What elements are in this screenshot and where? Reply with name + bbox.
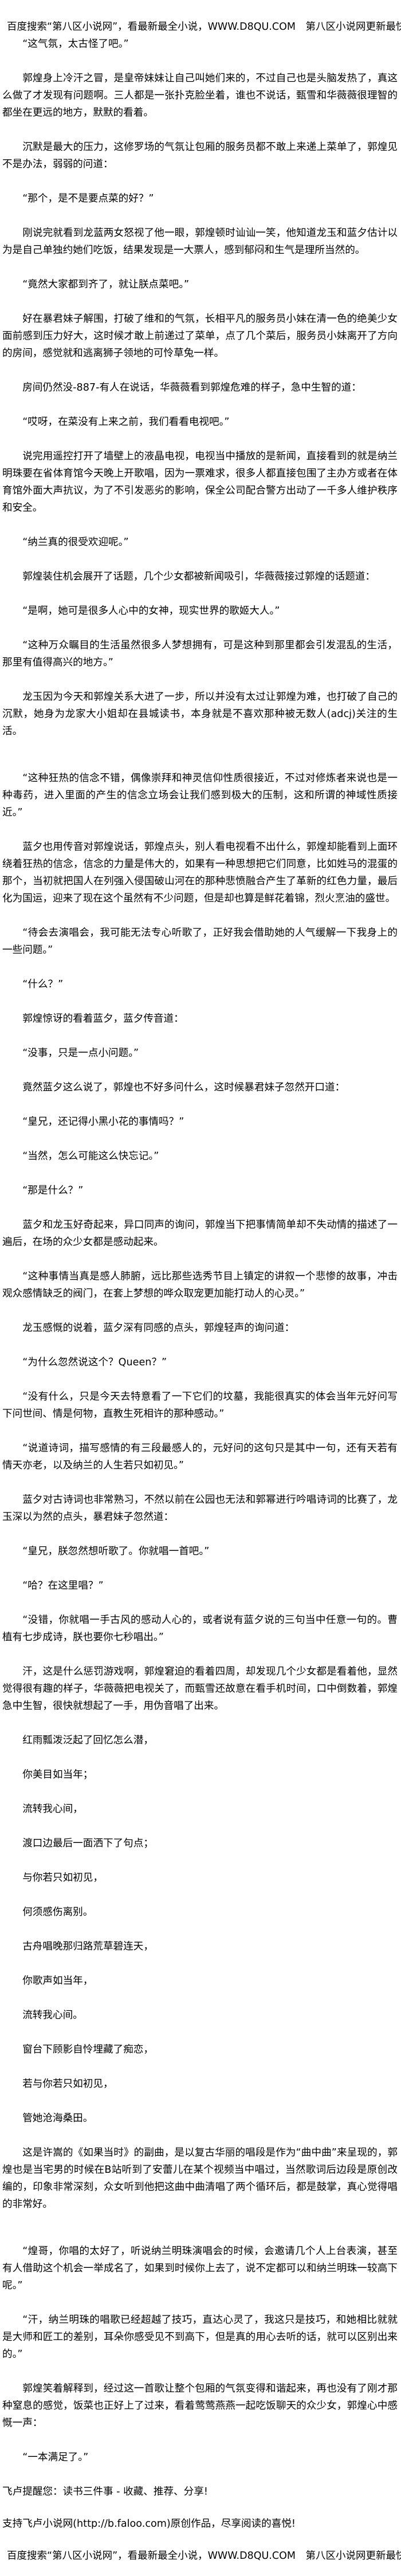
story-paragraph: “这气氛，太古怪了吧。” [22, 38, 129, 50]
story-paragraph: “这种狂热的信念不错，偶像崇拜和神灵信仰性质很接近，不过对修炼者来说也是一种毒药… [2, 773, 398, 818]
story-paragraph: “那个，是不是要点菜的好？” [22, 193, 154, 204]
story-paragraph: 沉默是最大的压力，这修罗场的气氛让包厢的服务员都不敢上来递上菜单了，郭煌见不是办… [2, 141, 398, 170]
story-paragraph: “没错，你就唱一手古风的感动人心的，或者说有蓝夕说的三句当中任意一句的。曹植有七… [2, 1614, 398, 1643]
story-paragraph: “竟然大家都到齐了，就让朕点菜吧。” [22, 279, 190, 290]
story-paragraph: 龙玉感慨的说着，蓝夕深有同感的点头，郭煌轻声的询问道： [22, 1322, 295, 1334]
lyric-line: 何须感伤离别。 [22, 1907, 93, 1918]
lyric-line: 与你若只如初见， [22, 1872, 103, 1884]
story-paragraph: “这种万众瞩目的生活虽然很多人梦想拥有，可是这种到那里都会引发混乱的生活，那里有… [2, 640, 398, 668]
lyric-line: 流转我心间， [22, 1803, 83, 1815]
story-paragraph: 郭煌身上冷汗之冒，是皇帝妹妹让自己叫她们来的，不过自己也是头脑发热了，真这么做了… [2, 73, 398, 119]
story-paragraph: 郭煌装住机会展开了话题，几个少女都被新闻吸引，华薇薇接过郭煌的话题道： [22, 571, 375, 582]
story-paragraph: “哎呀，在菜没有上来之前，我们看看电视吧。” [22, 416, 230, 428]
story-paragraph: 郭煌笑着解释到，经过这一首歌让整个包厢的气氛变得和谐起来，再也没有了刚才那种窒息… [2, 2383, 398, 2429]
story-paragraph: 龙玉因为今天和郭煌关系大进了一步，所以并没有太过让郭煌为难，也打破了自己的沉默，… [2, 691, 398, 737]
lyric-line: 若与你若只如初见， [22, 2078, 113, 2090]
story-paragraph: “那是什么？” [22, 1185, 84, 1196]
story-paragraph: “这种事情当真是感人肺腑，远比那些选秀节目上镇定的讲叙一个悲惨的故事，冲击观众感… [2, 1271, 398, 1299]
story-paragraph: “纳兰真的很受欢迎呢。” [22, 537, 129, 548]
story-paragraph: 这是许嵩的《如果当时》的副曲，是以复古华丽的唱段是作为“曲中曲”来呈现的，郭煌也… [2, 2147, 398, 2210]
story-paragraph: “没有什么，只是今天去特意看了一下它们的坟墓，我能很真实的体会当年元好问写下问世… [2, 1391, 398, 1420]
lyric-line: 你歌声如当年， [22, 1975, 93, 1987]
story-paragraph: 好在暴君妹子解围，打破了维和的气氛，长相平凡的服务员小妹在清一色的绝美少女面前感… [2, 313, 398, 359]
story-paragraph: “什么？” [22, 979, 64, 990]
story-paragraph: “汗，纳兰明珠的唱歌已经超越了技巧，直达心灵了，我这只是技巧，和她相比就就是大师… [2, 2314, 398, 2360]
story-paragraph: 蓝夕对古诗词也非常熟习，不然以前在公园也无法和郭幂进行吟唱诗词的比赛了，龙玉深以… [2, 1494, 398, 1523]
site-banner-bottom: 百度搜索“第八区小说网”，看最新最全小说，WWW.D8QU.COM 第八区小说网… [7, 2550, 401, 2562]
lyric-line: 古舟唱晚那归路荒草碧连天， [22, 1941, 154, 1952]
story-paragraph: “为什么忽然说这个？Queen？” [22, 1357, 167, 1368]
story-paragraph: “皇兄，还记得小黑小花的事情吗？” [22, 1116, 184, 1128]
reading-reminder: 飞卢提醒您：读书三件事 - 收藏、推荐、分享! [2, 2486, 208, 2498]
chapter-body: “这气氛，太古怪了吧。” 郭煌身上冷汗之冒，是皇帝妹妹让自己叫她们来的，不过自己也… [2, 36, 398, 2466]
lyric-line: 窗台下顾影自怜埋藏了痴恋， [22, 2044, 154, 2055]
story-paragraph: 郭煌惊讶的看着蓝夕，蓝夕传音道： [22, 1013, 184, 1025]
story-paragraph: “一本满足了。” [22, 2452, 89, 2463]
story-paragraph: “没事，只是一点小问题。” [22, 1047, 139, 1059]
story-paragraph: “是啊，她可是很多人心中的女神，现实世界的歌姬大人。” [22, 605, 280, 617]
story-paragraph: 汗，这是什么惩罚游戏啊，郭煌窘迫的看着四周，却发现几个少女都是看着他，显然觉得很… [2, 1666, 398, 1712]
story-paragraph: 说完用遥控打开了墙壁上的液晶电视，电视当中播放的是新闻，直接看到的就是纳兰明珠要… [2, 451, 398, 514]
story-paragraph: “煌哥，你唱的太好了，听说纳兰明珠演唱会的时候，会邀请几个人上台表演，甚至有人借… [2, 2246, 398, 2291]
lyric-line: 红雨瓢泼泛起了回忆怎么潜， [22, 1735, 154, 1746]
story-paragraph: 蓝夕和龙玉好奇起来，异口同声的询问，郭煌当下把事情简单却不失动情的描述了一遍后，… [2, 1219, 398, 1248]
story-paragraph: “哈？在这里唱？” [22, 1580, 104, 1592]
story-paragraph: 竟然蓝夕这么说了，郭煌也不好多问什么，这时候暴君妹子忽然开口道： [22, 1082, 345, 1093]
support-notice: 支持飞卢小说网(http://b.faloo.com)原创作品，尽享阅读的喜悦! [2, 2518, 296, 2530]
site-banner-top: 百度搜索“第八区小说网”，看最新最全小说，WWW.D8QU.COM 第八区小说网… [7, 21, 401, 33]
lyric-line: 渡口边最后一面洒下了句点； [22, 1838, 154, 1849]
story-paragraph: “当然，怎么可能这么快忘记。” [22, 1151, 159, 1162]
story-paragraph: “说道诗词，描写感情的有三段最感人的，元好问的这句只是其中一句，还有天若有情天亦… [2, 1443, 398, 1471]
story-paragraph: 蓝夕也用传音对郭煌说话，郭煌点头，别人看电视看不出什么，郭煌却能看到上面环绕着狂… [2, 841, 398, 904]
story-paragraph: 刚说完就看到龙蓝两女怒视了他一眼，郭煌顿时讪讪一笑，他知道龙玉和蓝夕估计以为是自… [2, 227, 398, 256]
story-paragraph: “待会去演唱会，我可能无法专心听歌了，正好我会借助她的人气缓解一下我身上的一些问… [2, 927, 398, 956]
lyric-line: 管她沧海桑田。 [22, 2113, 93, 2124]
story-paragraph: 房间仍然没-887-有人在说话，华薇薇看到郭煌危难的样子，急中生智的道： [22, 382, 361, 393]
story-paragraph: “皇兄，朕忽然想听歌了。你就唱一首吧。” [22, 1546, 210, 1557]
lyric-line: 流转我心间。 [22, 2010, 83, 2021]
lyric-line: 你美目如当年； [22, 1769, 93, 1781]
